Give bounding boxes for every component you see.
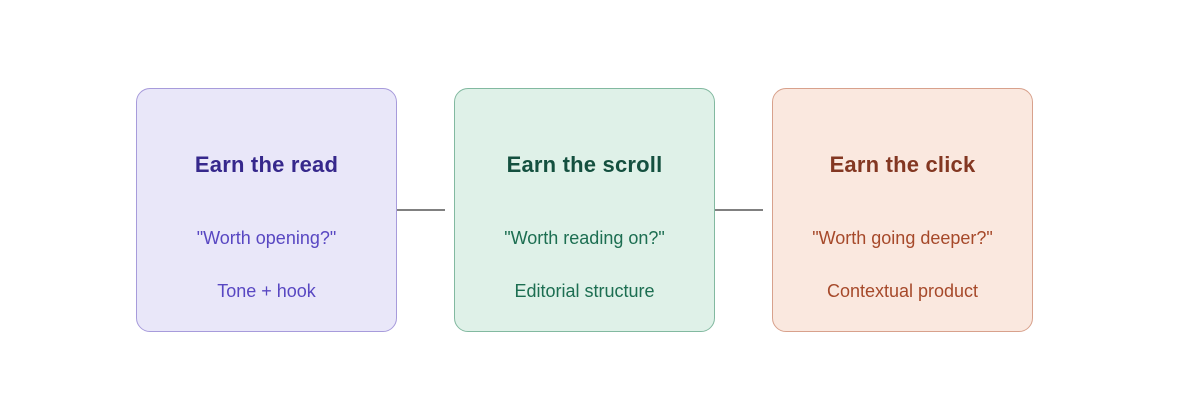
card-question: "Worth opening?"	[196, 228, 337, 248]
card-tactic: Editorial structure	[514, 281, 655, 301]
card-question: "Worth going deeper?"	[812, 228, 993, 248]
connector-line-2	[715, 209, 763, 211]
connector-gap-1	[397, 88, 454, 332]
card-1: Earn the read "Worth opening?" Tone + ho…	[136, 88, 397, 332]
card-3: Earn the click "Worth going deeper?" Con…	[772, 88, 1033, 332]
card-tactic: Contextual product	[826, 281, 979, 301]
connector-gap-2	[715, 88, 772, 332]
card-title: Earn the click	[829, 152, 976, 177]
cards-row: Earn the read "Worth opening?" Tone + ho…	[136, 88, 1033, 332]
card-2: Earn the scroll "Worth reading on?" Edit…	[454, 88, 715, 332]
card-title: Earn the read	[194, 152, 339, 177]
card-question: "Worth reading on?"	[504, 228, 665, 248]
connector-line-1	[397, 209, 445, 211]
card-tactic: Tone + hook	[217, 281, 316, 301]
card-title: Earn the scroll	[506, 152, 663, 177]
